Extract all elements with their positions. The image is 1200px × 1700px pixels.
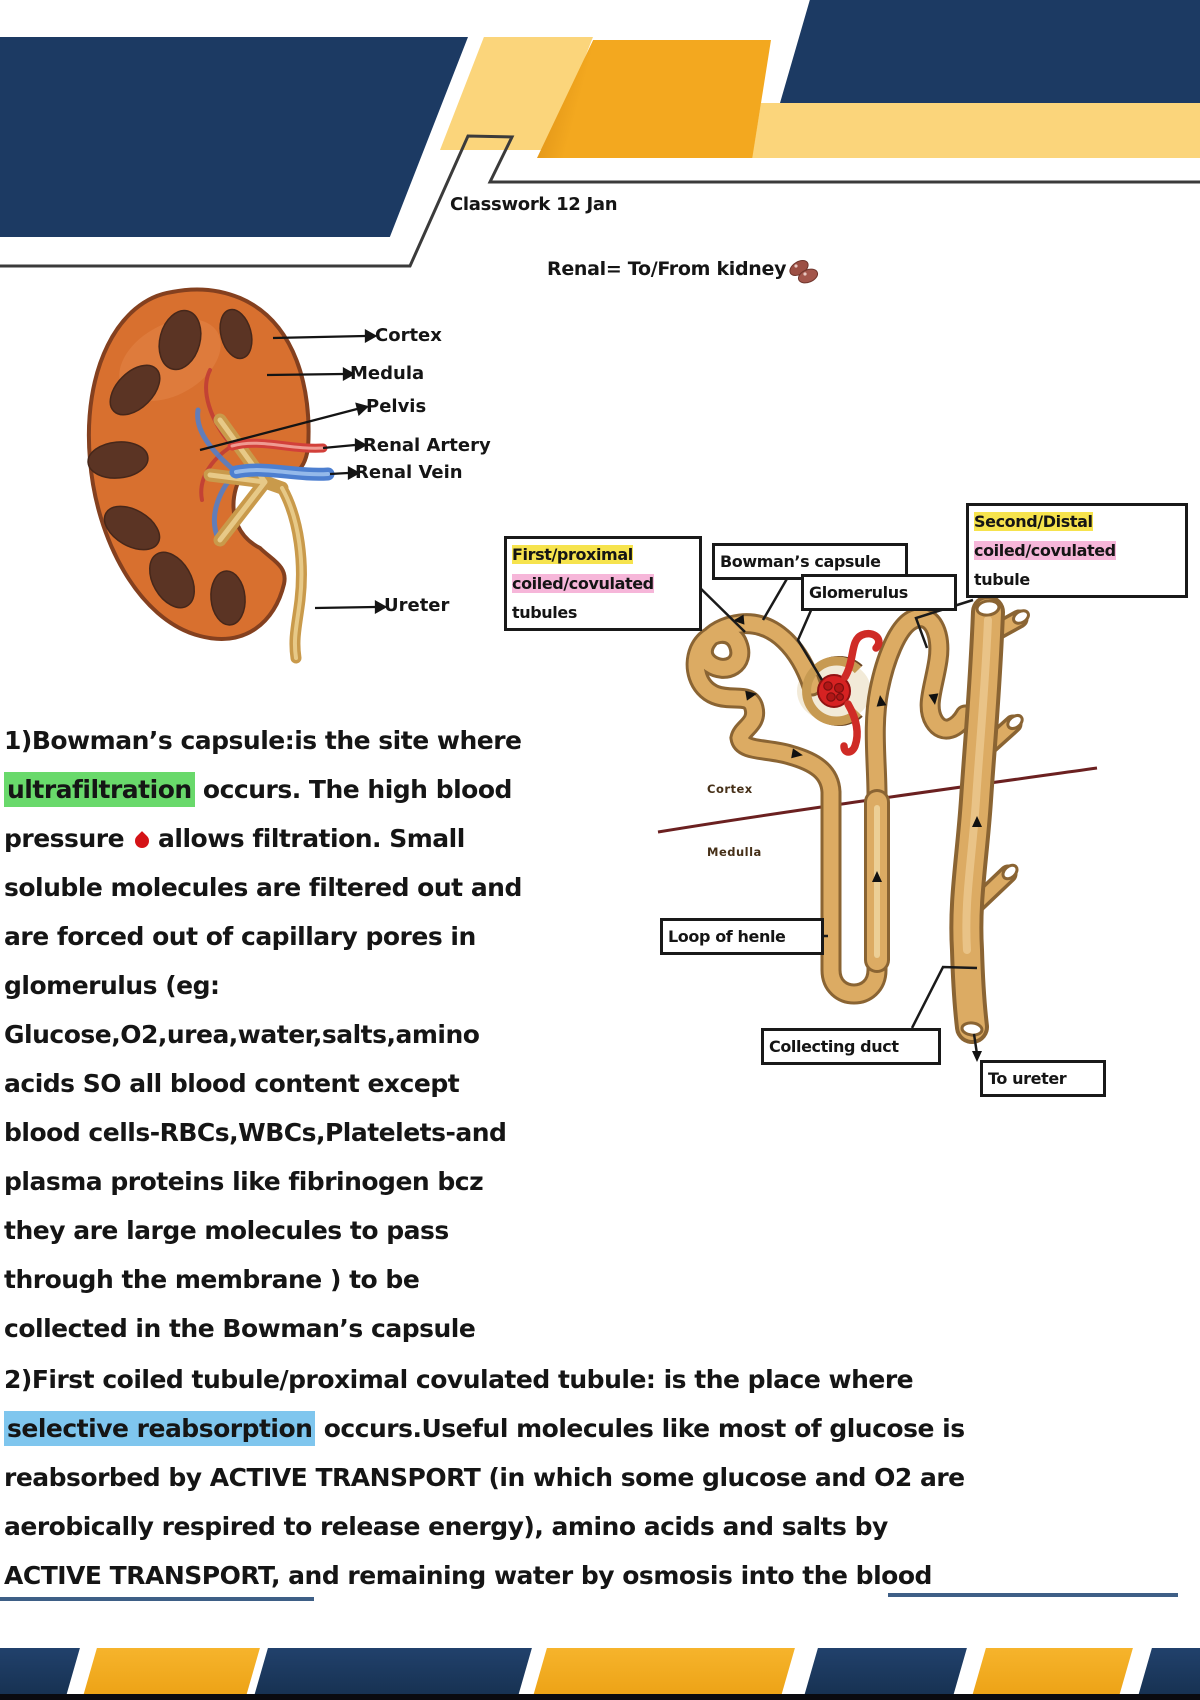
collecting-duct-box: Collecting duct: [761, 1028, 941, 1065]
first-proximal-line2: coiled/covulated: [512, 574, 654, 593]
first-proximal-line3: tubules: [512, 603, 577, 622]
renal-note: Renal= To/From kidney: [547, 258, 787, 280]
nephron-diagram: [657, 576, 1098, 1062]
p2-line4: aerobically respired to release energy),…: [4, 1512, 888, 1541]
p2-line3: reabsorbed by ACTIVE TRANSPORT (in which…: [4, 1463, 965, 1492]
p2-line1: 2)First coiled tubule/proximal covulated…: [4, 1365, 914, 1394]
blood-drop-icon: [132, 831, 152, 851]
footer-stripe: [0, 1648, 80, 1700]
p1-line5: are forced out of capillary pores in: [4, 922, 476, 951]
p1-line11: they are large molecules to pass: [4, 1216, 449, 1245]
header-pale-band: [752, 103, 1200, 158]
kidney-label-ureter: Ureter: [384, 595, 450, 616]
p1-line9: blood cells-RBCs,WBCs,Platelets-and: [4, 1118, 507, 1147]
header-navy-band: [0, 37, 468, 237]
p1-line1: 1)Bowman’s capsule:is the site where: [4, 726, 522, 755]
kidney-label-arrows: [199, 329, 388, 614]
paragraph-2: 2)First coiled tubule/proximal covulated…: [4, 1355, 1194, 1600]
renal-vein-tube: [229, 463, 335, 481]
footer-stripe: [1137, 1648, 1200, 1700]
renal-artery-tube: [227, 438, 328, 453]
to-ureter-box: To ureter: [980, 1060, 1106, 1097]
underline-right: [888, 1593, 1178, 1597]
underline-left: [0, 1597, 314, 1601]
first-proximal-line1: First/proximal: [512, 545, 633, 564]
collecting-duct: [949, 595, 1029, 1044]
first-proximal-box: First/proximal coiled/covulated tubules: [504, 536, 702, 631]
selective-reabsorption-highlight: selective reabsorption: [4, 1411, 316, 1446]
footer-stripe: [532, 1648, 795, 1700]
kidney-diagram: [86, 287, 388, 664]
glomerulus-ball: [817, 674, 851, 708]
to-ureter-arrowhead: [972, 1051, 982, 1062]
renal-pelvis: [203, 413, 289, 547]
p2-line2: selective reabsorption occurs.Useful mol…: [4, 1404, 1194, 1453]
footer-stripe-band: [0, 1648, 1200, 1700]
ultrafiltration-highlight: ultrafiltration: [4, 772, 195, 807]
footer-stripe: [803, 1648, 967, 1700]
footer-bottom-bar: [0, 1694, 1200, 1700]
p1-line12: through the membrane ) to be: [4, 1265, 420, 1294]
kidney-label-medula: Medula: [350, 363, 425, 384]
glomerulus-box: Glomerulus: [801, 574, 957, 611]
p1-line4: soluble molecules are filtered out and: [4, 873, 522, 902]
header-outline: [0, 134, 1200, 268]
p2-line5: ACTIVE TRANSPORT, and remaining water by…: [4, 1561, 932, 1590]
renal-pyramids: [87, 308, 253, 626]
second-distal-line1: Second/Distal: [974, 512, 1093, 531]
kidney-beans-icon: [789, 260, 819, 284]
nephron-cortex-small-label: Cortex: [707, 782, 753, 796]
second-distal-line2: coiled/covulated: [974, 541, 1116, 560]
kidney-label-pelvis: Pelvis: [366, 396, 427, 417]
p1-line13: collected in the Bowman’s capsule: [4, 1314, 476, 1343]
loop-of-henle-box: Loop of henle: [660, 918, 824, 955]
footer-stripe: [253, 1648, 532, 1700]
bowman-capsule: [802, 656, 863, 726]
page-title: Classwork 12 Jan: [450, 194, 618, 215]
kidney-label-renal-artery: Renal Artery: [363, 435, 491, 456]
duct-openings: [960, 599, 1030, 1037]
p1-line6: glomerulus (eg:: [4, 971, 220, 1000]
header-navy-corner: [780, 0, 1200, 103]
kidney-label-cortex: Cortex: [375, 325, 442, 346]
p1-line7: Glucose,O2,urea,water,salts,amino: [4, 1020, 480, 1049]
paragraph-1: 1)Bowman’s capsule:is the site where ult…: [4, 716, 604, 1353]
second-distal-box: Second/Distal coiled/covulated tubule: [966, 503, 1188, 598]
second-distal-line3: tubule: [974, 570, 1030, 589]
footer-stripe: [971, 1648, 1133, 1700]
flow-arrows: [733, 614, 982, 882]
kidney-label-renal-vein: Renal Vein: [355, 462, 463, 483]
footer-stripe: [82, 1648, 260, 1700]
nephron-medulla-small-label: Medulla: [707, 845, 762, 859]
ureter-tube: [276, 482, 307, 664]
p1-line8: acids SO all blood content except: [4, 1069, 460, 1098]
p1-line2: ultrafiltration occurs. The high blood: [4, 765, 604, 814]
p1-line10: plasma proteins like fibrinogen bcz: [4, 1167, 484, 1196]
glomerular-vessels: [840, 630, 883, 756]
